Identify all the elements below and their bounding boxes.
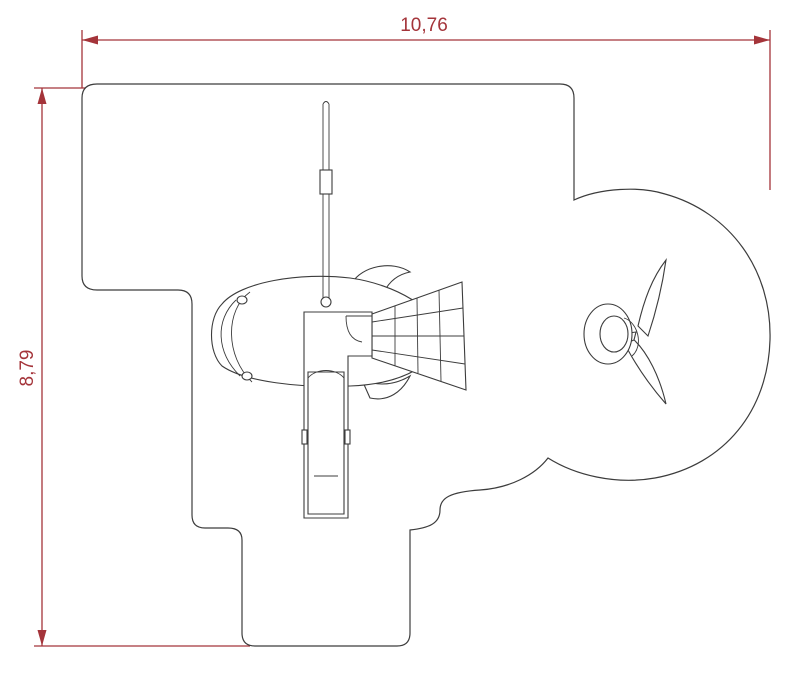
slide-support-right [344,429,351,445]
height-label: 8,79 [17,350,38,387]
width-arrow-right [754,35,770,45]
pole [319,101,333,308]
propeller-blade-top [637,258,667,338]
slide-chute [307,371,345,515]
height-arrow-top [37,88,47,104]
slide [301,370,351,515]
slide-support-left [301,429,308,445]
pole-clamp [319,169,333,195]
width-dimension: 10,76 [81,15,771,190]
fish-eye-right [241,371,253,381]
net-vertical-2 [416,297,419,374]
height-arrow-bottom [37,630,47,646]
slide-start-curve [307,370,345,379]
tower-corner-curve [345,315,363,343]
net-horizontal-3 [371,349,466,365]
net-vertical-3 [438,289,442,382]
height-dimension: 8,79 [17,87,250,647]
net-horizontal-2 [371,307,464,323]
width-arrow-left [82,35,98,45]
propeller-fan [583,258,667,405]
fish-mouth-line [220,299,241,377]
propeller-blade-bottom [627,337,667,405]
pole-base [320,296,332,308]
propeller-hub-detail [623,317,639,357]
climbing-net [371,281,467,391]
fish-eye-left [236,295,248,305]
width-label: 10,76 [400,15,448,36]
propeller-hub-inner [599,315,629,353]
pole-top-cap [322,101,330,105]
